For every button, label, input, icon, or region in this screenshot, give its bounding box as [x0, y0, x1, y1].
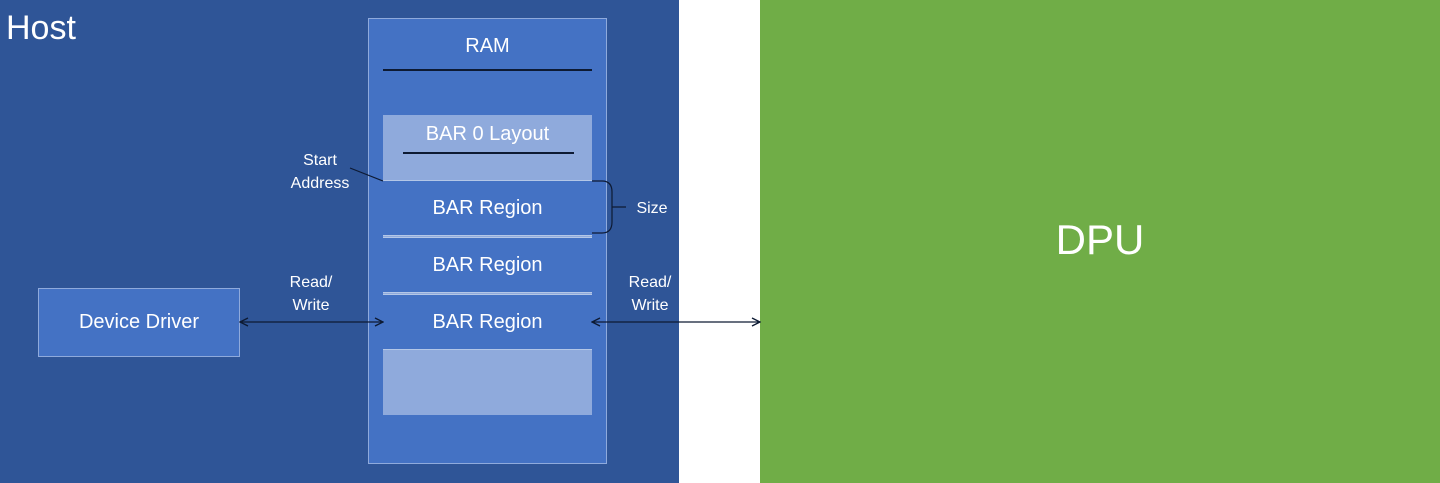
read-write-left-label: Read/ Write	[276, 271, 346, 317]
bar-region-3: BAR Region	[383, 294, 592, 350]
device-driver-box: Device Driver	[38, 288, 240, 357]
start-address-label: Start Address	[280, 149, 360, 195]
bar-region-2: BAR Region	[383, 237, 592, 293]
size-label: Size	[636, 200, 668, 217]
read-write-right-line-2: Write	[631, 297, 669, 314]
start-address-line-2: Address	[290, 175, 350, 192]
read-write-left-line-2: Write	[292, 297, 330, 314]
read-write-right-label: Read/ Write	[615, 271, 685, 317]
ram-title-underline	[383, 69, 592, 71]
bar-region-1: BAR Region	[383, 180, 592, 236]
host-title: Host	[6, 9, 76, 47]
bar0-layout-title: BAR 0 Layout	[425, 123, 550, 145]
read-write-right-line-1: Read/	[628, 274, 672, 291]
dpu-title: DPU	[1055, 216, 1145, 263]
start-address-line-1: Start	[303, 152, 337, 169]
dpu-panel	[760, 0, 1440, 483]
read-write-left-line-1: Read/	[289, 274, 333, 291]
ram-title: RAM	[465, 35, 510, 57]
bar0-layout-underline	[403, 152, 574, 154]
